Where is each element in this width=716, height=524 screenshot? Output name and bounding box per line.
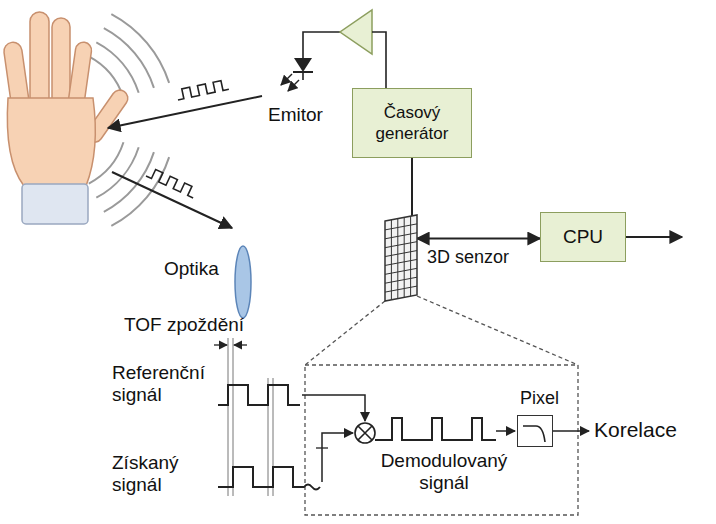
wave-arc xyxy=(111,157,169,226)
zoom-line xyxy=(417,296,578,365)
text-label: Referenční signál xyxy=(112,362,217,406)
wave-arc xyxy=(104,152,154,212)
hand xyxy=(3,12,131,186)
demodulated-waveform xyxy=(375,418,496,440)
tof-marker xyxy=(214,344,227,345)
tof-marker xyxy=(234,344,247,345)
text-label: Emitor xyxy=(268,104,323,126)
light-arrow xyxy=(281,74,292,85)
reference-waveform xyxy=(218,385,300,405)
zoom-box xyxy=(305,365,578,515)
pixel-output xyxy=(553,430,589,432)
node-label: 3D senzor xyxy=(427,247,509,268)
led-bar xyxy=(293,71,313,73)
node-label: Pixel xyxy=(520,388,559,409)
timing-guides xyxy=(228,338,273,496)
node-label: Časový generátor xyxy=(360,102,464,145)
cpu-box: CPU xyxy=(540,212,626,262)
text-label: Korelace xyxy=(594,418,677,442)
sensor-array: 3D senzor xyxy=(383,215,417,301)
text-label: TOF zpoždění xyxy=(124,314,244,336)
received-waveform xyxy=(218,467,320,490)
pixel-filter: Pixel xyxy=(517,415,553,447)
wave-arc xyxy=(111,14,169,83)
sensor-grid xyxy=(383,215,417,301)
zoom-line xyxy=(305,301,385,365)
connector xyxy=(417,238,540,240)
text-label: Optika xyxy=(164,258,219,280)
pixel-input xyxy=(496,430,515,432)
reflected-pulses xyxy=(146,167,197,198)
lowpass-symbol xyxy=(518,416,554,448)
wave-arc xyxy=(104,28,154,88)
light-arrow xyxy=(288,80,299,91)
cpu-output xyxy=(626,236,682,238)
wire-tick xyxy=(316,447,328,448)
mixer-cross xyxy=(358,426,372,440)
amplifier-symbol xyxy=(340,10,372,54)
lens xyxy=(235,246,251,318)
amplifier-wire xyxy=(372,32,386,88)
text-label: Získaný signál xyxy=(112,452,200,496)
led-symbol xyxy=(294,58,312,72)
emitted-ray xyxy=(108,96,262,128)
received-wire xyxy=(322,433,353,482)
cuff xyxy=(22,184,88,224)
reflected-ray xyxy=(112,172,232,228)
emitted-pulses xyxy=(176,79,229,100)
node-label: CPU xyxy=(563,225,603,249)
mixer-symbol xyxy=(355,423,375,443)
generator-box: Časový generátor xyxy=(352,88,472,158)
reference-wire xyxy=(302,395,365,421)
text-label: Demodulovaný signál xyxy=(376,450,512,494)
